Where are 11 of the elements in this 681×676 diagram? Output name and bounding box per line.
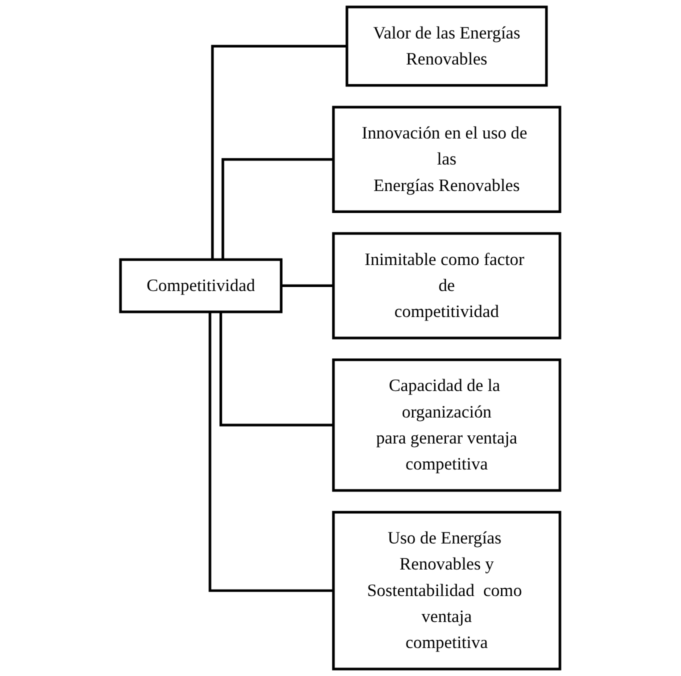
connector: [222, 158, 334, 260]
connector: [208, 312, 334, 592]
node-box: Innovación en el uso de las Energías Renovables: [332, 106, 562, 213]
node-box: Inimitable como factor de competitividad: [332, 232, 562, 340]
connector: [280, 284, 334, 288]
connector: [220, 312, 334, 426]
connector: [211, 44, 348, 260]
node-box: Competitividad: [119, 258, 283, 314]
node-box: Valor de las Energías Renovables: [346, 6, 548, 87]
node-box: Uso de Energías Renovables y Sostentabilidad como ventaja competitiva: [332, 510, 562, 670]
node-box: Capacidad de la organización para generar ventaja competitiva: [332, 358, 562, 492]
